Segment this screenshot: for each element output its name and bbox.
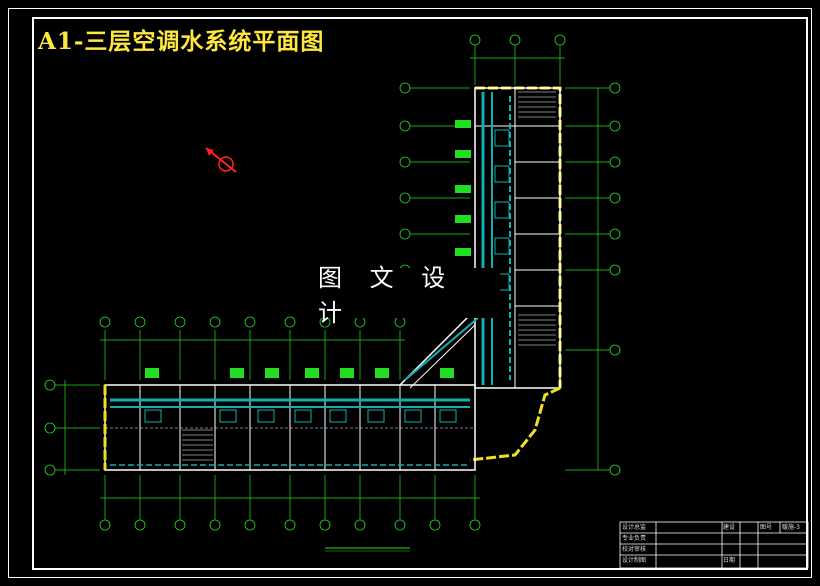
tb-label-design-director: 设计总监 (622, 524, 647, 531)
north-arrow-icon (205, 147, 237, 173)
plan-caption-mark (325, 547, 410, 552)
tb-label-construction: 建设 (723, 524, 736, 531)
tb-label-lead: 专业负责 (622, 535, 647, 542)
outer-border (8, 8, 812, 578)
tb-label-date: 日期 (723, 557, 736, 564)
tb-value-drawing-no: 暖施-3 (782, 524, 800, 531)
tb-label-drafting: 设计制图 (622, 557, 647, 564)
title-block (619, 521, 809, 569)
tb-label-drawing-no: 图号 (760, 524, 773, 531)
watermark-banner: 图 文 设 计 (318, 264, 500, 327)
vertical-wing (455, 86, 562, 389)
horizontal-wing (103, 368, 476, 471)
drawing-frame (32, 17, 808, 570)
horizontal-axes (55, 330, 480, 520)
drawing-title: A1-三层空调水系统平面图 (38, 28, 325, 55)
tb-label-review: 校对审核 (622, 546, 647, 553)
vertical-axes (410, 45, 610, 471)
diagonal-link (399, 309, 561, 462)
